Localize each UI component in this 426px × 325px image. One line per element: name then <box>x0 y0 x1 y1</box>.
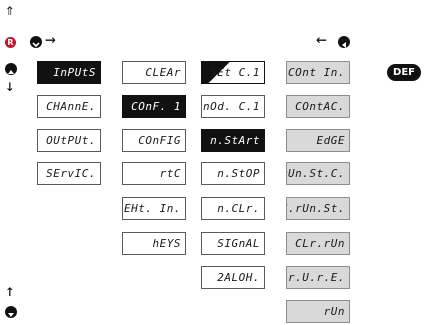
menu-ext-in[interactable]: EHt. In. <box>122 197 186 220</box>
down-key-bottom-icon[interactable] <box>5 306 17 318</box>
menu-keys[interactable]: hEYS <box>122 232 186 255</box>
down-key-icon[interactable] <box>30 36 42 48</box>
menu-rtc[interactable]: rtC <box>122 162 186 185</box>
menu-output[interactable]: OUtPUt. <box>37 129 101 152</box>
enter-key-icon[interactable] <box>338 36 350 48</box>
menu-config[interactable]: COnFIG <box>122 129 186 152</box>
menu-set-c1[interactable]: SEt C.1 <box>201 61 265 84</box>
menu-contac[interactable]: COntAC. <box>286 95 350 118</box>
menu-run-st-c[interactable]: rUn.St.C. <box>286 162 350 185</box>
menu-n-stop[interactable]: n.StOP <box>201 162 265 185</box>
menu-clear[interactable]: CLEAr <box>122 61 186 84</box>
menu-cont-in[interactable]: COnt In. <box>286 61 350 84</box>
menu-2-aloh[interactable]: 2ALOH. <box>201 266 265 289</box>
up-arrow-icon: ↑ <box>5 281 15 300</box>
reset-key-icon[interactable]: R <box>5 37 16 48</box>
right-arrow-icon: → <box>45 29 56 50</box>
def-badge: DEF <box>387 64 421 81</box>
menu-signal[interactable]: SIGnAL <box>201 232 265 255</box>
double-up-arrow-icon: ⇑ <box>5 0 15 19</box>
menu-service[interactable]: SErvIC. <box>37 162 101 185</box>
menu-conf-1[interactable]: COnF. 1 <box>122 95 186 118</box>
menu-mod-c1[interactable]: nOd. C.1 <box>201 95 265 118</box>
menu-n-clr[interactable]: n.CLr. <box>201 197 265 220</box>
left-arrow-icon: ← <box>316 29 327 50</box>
menu-run[interactable]: rUn <box>286 300 350 323</box>
menu-cl-r-u-r-e[interactable]: CL.r.U.r.E. <box>286 266 350 289</box>
down-arrow-icon: ↓ <box>5 76 15 95</box>
menu-clr-run[interactable]: CLr.rUn <box>286 232 350 255</box>
up-key-icon[interactable] <box>5 63 17 75</box>
menu-c-run-st[interactable]: C.rUn.St. <box>286 197 350 220</box>
menu-n-start[interactable]: n.StArt <box>201 129 265 152</box>
menu-channel[interactable]: CHAnnE. <box>37 95 101 118</box>
menu-inputs[interactable]: InPUtS <box>37 61 101 84</box>
menu-edge[interactable]: EdGE <box>286 129 350 152</box>
